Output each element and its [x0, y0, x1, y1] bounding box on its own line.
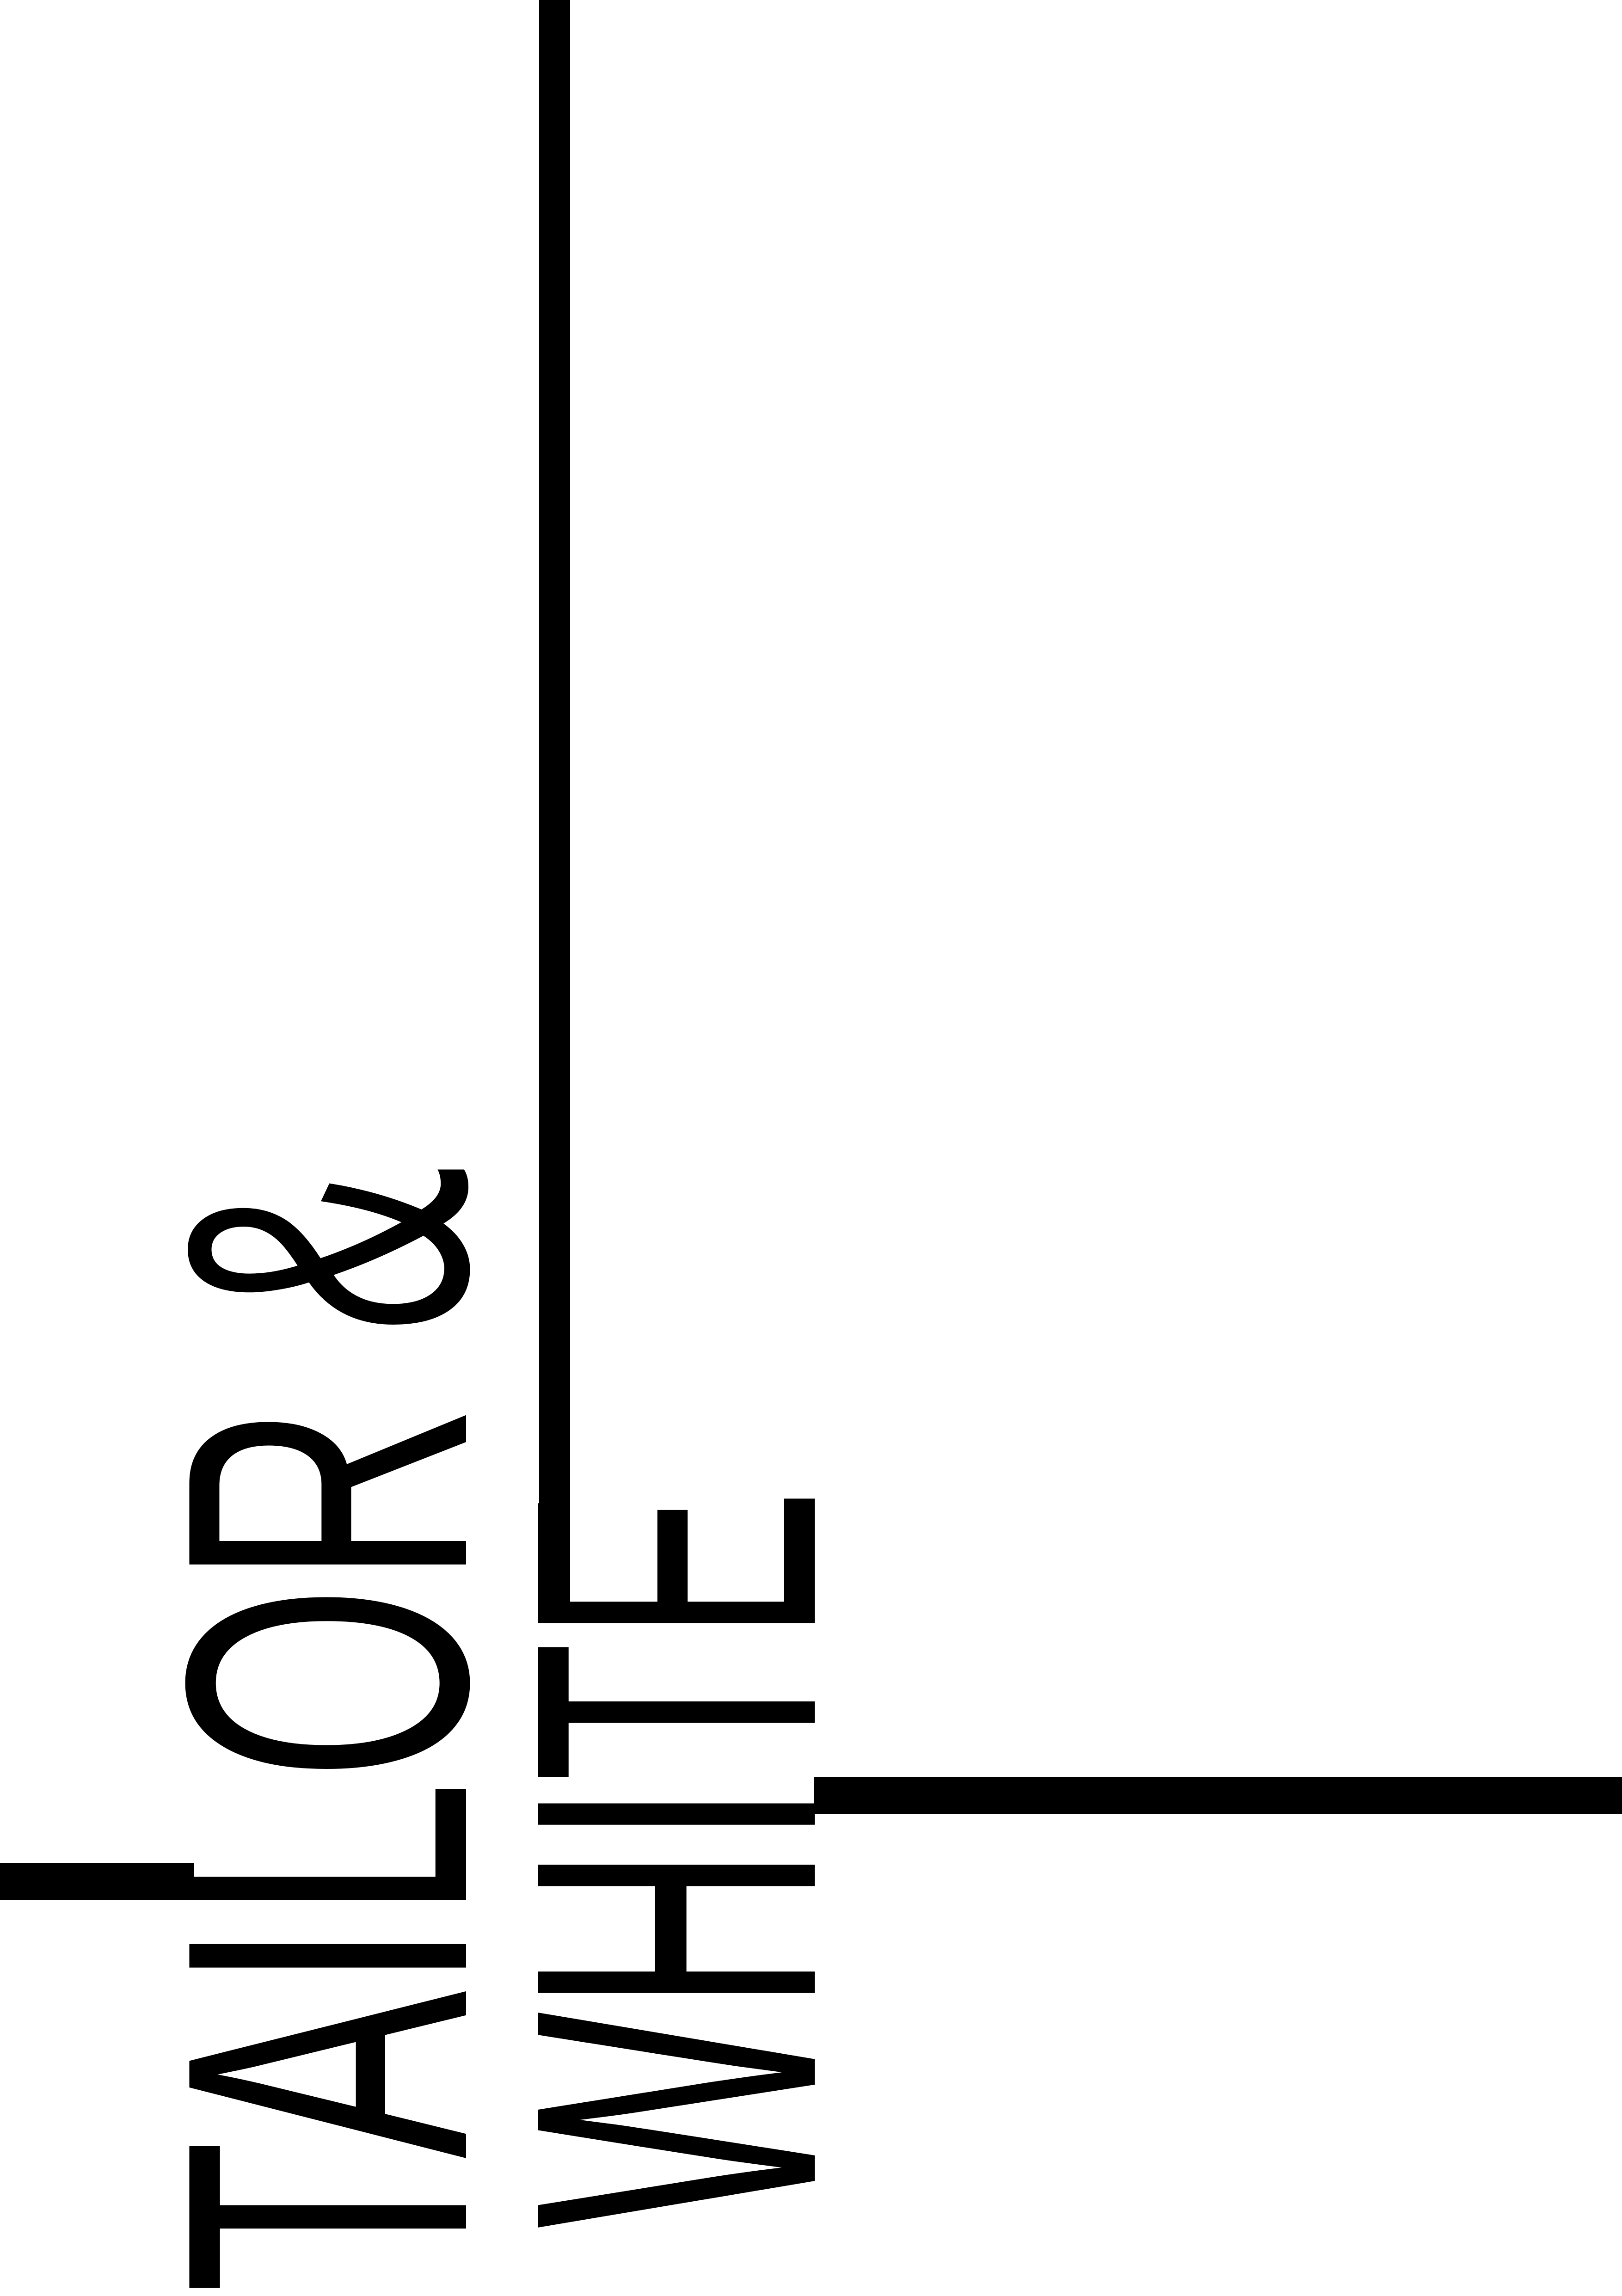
- vertical-rule: [539, 0, 570, 1609]
- left-horizontal-rule: [0, 1863, 194, 1900]
- right-horizontal-rule: [814, 1777, 1622, 1814]
- logo-line-1: TAILOR &: [102, 1166, 552, 2294]
- logo-line-2: WHITE: [451, 1489, 900, 2228]
